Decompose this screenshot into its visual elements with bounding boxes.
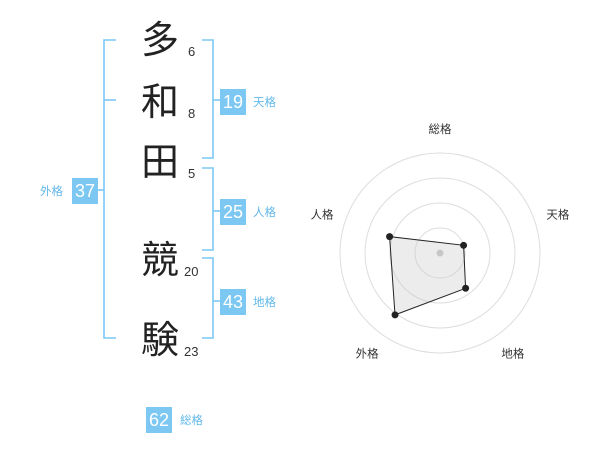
radar-ring-3 — [364, 177, 516, 329]
radar-axis-label-2: 地格 — [501, 346, 524, 360]
radar-ring-4 — [339, 152, 541, 354]
radar-points — [386, 233, 470, 319]
name-char-3: 田 — [140, 140, 179, 184]
radar-ring-1 — [414, 227, 466, 279]
stroke-count-1: 6 — [188, 44, 196, 59]
stroke-count-3: 5 — [188, 166, 196, 181]
name-char-2: 和 — [140, 80, 179, 124]
soukaku-label: 総格 — [180, 413, 203, 427]
radar-point-2 — [462, 284, 470, 292]
chikaku-bracket — [202, 257, 214, 339]
radar-rings — [339, 152, 541, 354]
radar-point-3 — [391, 311, 399, 319]
radar-center-dot — [436, 249, 444, 257]
chikaku-label: 地格 — [253, 295, 276, 309]
chikaku-value-badge: 43 — [220, 289, 246, 315]
jinkaku-label: 人格 — [253, 205, 276, 219]
soukaku-value-badge: 62 — [146, 407, 172, 433]
radar-point-1 — [460, 241, 468, 249]
stroke-count-2: 8 — [188, 106, 196, 121]
name-char-5: 験 — [140, 318, 179, 362]
radar-axis-label-4: 人格 — [311, 208, 334, 222]
tenkaku-value-badge: 19 — [220, 89, 246, 115]
tenkaku-label: 天格 — [253, 95, 276, 109]
radar-axis-label-0: 総格 — [429, 122, 452, 136]
gaikaku-label: 外格 — [40, 184, 63, 198]
stroke-count-5: 23 — [184, 344, 199, 359]
radar-point-4 — [386, 233, 394, 241]
tenkaku-bracket — [202, 39, 214, 159]
jinkaku-bracket — [202, 167, 214, 251]
stroke-count-4: 20 — [184, 264, 199, 279]
radar-axis-label-1: 天格 — [546, 208, 569, 222]
gaikaku-bracket — [103, 39, 116, 339]
name-char-4: 競 — [140, 238, 179, 282]
name-char-1: 多 — [140, 18, 179, 62]
radar-ring-2 — [389, 202, 491, 304]
radar-area — [389, 236, 467, 316]
jinkaku-value-badge: 25 — [220, 199, 246, 225]
radar-axis-label-3: 外格 — [356, 346, 379, 360]
gaikaku-value-badge: 37 — [72, 178, 98, 204]
